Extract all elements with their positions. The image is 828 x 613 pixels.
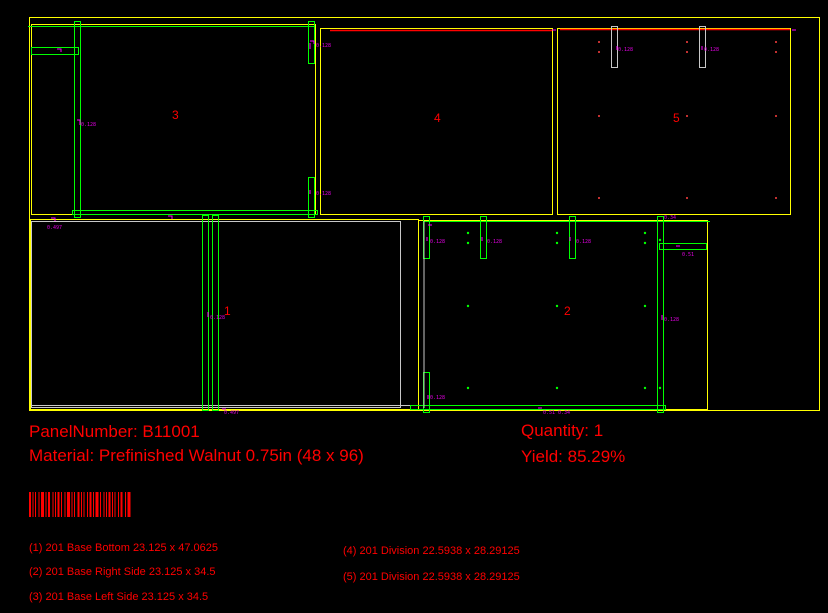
barcode-bar xyxy=(83,492,85,517)
barcode-bar xyxy=(55,492,56,517)
part-number-1: 1 xyxy=(224,304,231,318)
dimension-label: 0.497 xyxy=(47,225,62,231)
barcode-bar xyxy=(74,492,75,517)
dimension-label: 0.128 xyxy=(430,395,445,401)
barcode-bar xyxy=(81,492,82,517)
barcode-bar xyxy=(112,492,113,517)
dimension-label: 0.128 xyxy=(430,239,445,245)
barcode-bar xyxy=(77,492,80,517)
dimension-label: 0.34 xyxy=(558,410,570,416)
barcode-bar xyxy=(67,492,70,517)
part-list-item-2: (2) 201 Base Right Side 23.125 x 34.5 xyxy=(29,566,216,578)
dimension-label: 0.128 xyxy=(487,239,502,245)
barcode xyxy=(29,492,131,517)
barcode-bar xyxy=(93,492,94,517)
barcode-bar xyxy=(61,492,62,517)
part-5[interactable]: 5 xyxy=(557,26,791,215)
barcode-bar xyxy=(45,492,47,517)
barcode-bar xyxy=(52,492,54,517)
part-number-2: 2 xyxy=(564,304,571,318)
barcode-bar xyxy=(118,492,119,517)
dimension-label: 0.128 xyxy=(316,43,331,49)
barcode-bar xyxy=(48,492,50,517)
dimension-label: 0.128 xyxy=(664,317,679,323)
material: Material: Prefinished Walnut 0.75in (48 … xyxy=(29,446,364,465)
barcode-bar xyxy=(41,492,44,517)
dimension-label: 0.51 xyxy=(543,410,555,416)
yield: Yield: 85.29% xyxy=(521,447,626,466)
dimension-label: 0.497 xyxy=(224,410,239,416)
dimension-label: 0.128 xyxy=(576,239,591,245)
barcode-bar xyxy=(87,492,88,517)
barcode-bar xyxy=(103,492,105,517)
quantity: Quantity: 1 xyxy=(521,421,604,440)
barcode-bar xyxy=(100,492,101,517)
part-list-item-3: (3) 201 Base Left Side 23.125 x 34.5 xyxy=(29,591,209,603)
dimension-label: 0.34 xyxy=(664,215,676,221)
panel-number: PanelNumber: B11001 xyxy=(29,422,200,441)
barcode-bar xyxy=(114,492,116,517)
barcode-bar xyxy=(38,492,40,517)
dimension-label: 0.128 xyxy=(81,122,96,128)
part-list-item-4: (4) 201 Division 22.5938 x 28.29125 xyxy=(343,545,520,557)
dimension-label: 0.128 xyxy=(316,191,331,197)
part-number-5: 5 xyxy=(673,111,680,125)
barcode-bar xyxy=(120,492,123,517)
part-list-item-1: (1) 201 Base Bottom 23.125 x 47.0625 xyxy=(29,542,218,554)
barcode-bar xyxy=(127,492,131,517)
barcode-bar xyxy=(57,492,60,517)
dimension-label: 0.128 xyxy=(704,47,719,53)
barcode-bar xyxy=(71,492,73,517)
part-1[interactable]: 1 xyxy=(30,215,419,411)
barcode-bar xyxy=(108,492,111,517)
barcode-bar xyxy=(95,492,99,517)
dimension-label: 0.128 xyxy=(210,315,225,321)
barcode-bar xyxy=(106,492,107,517)
part-4[interactable]: 4 xyxy=(320,28,553,215)
barcode-bar xyxy=(64,492,66,517)
dimension-markers: 0.128 0.128 0.128 0.497 0.128 0.128 0.12… xyxy=(47,29,796,416)
barcode-bar xyxy=(32,492,34,517)
part-number-4: 4 xyxy=(434,111,441,125)
dimension-label: 0.128 xyxy=(618,47,633,53)
part-2[interactable]: 2 xyxy=(410,216,711,413)
barcode-bar xyxy=(89,492,92,517)
part-list-item-5: (5) 201 Division 22.5938 x 28.29125 xyxy=(343,571,520,583)
barcode-bar xyxy=(35,492,36,517)
part-number-3: 3 xyxy=(172,108,179,122)
dimension-label: 0.51 xyxy=(682,252,694,258)
barcode-bar xyxy=(29,492,31,517)
part-3[interactable]: 3 xyxy=(28,21,318,218)
sheet-outline xyxy=(29,17,820,411)
barcode-bar xyxy=(125,492,126,517)
